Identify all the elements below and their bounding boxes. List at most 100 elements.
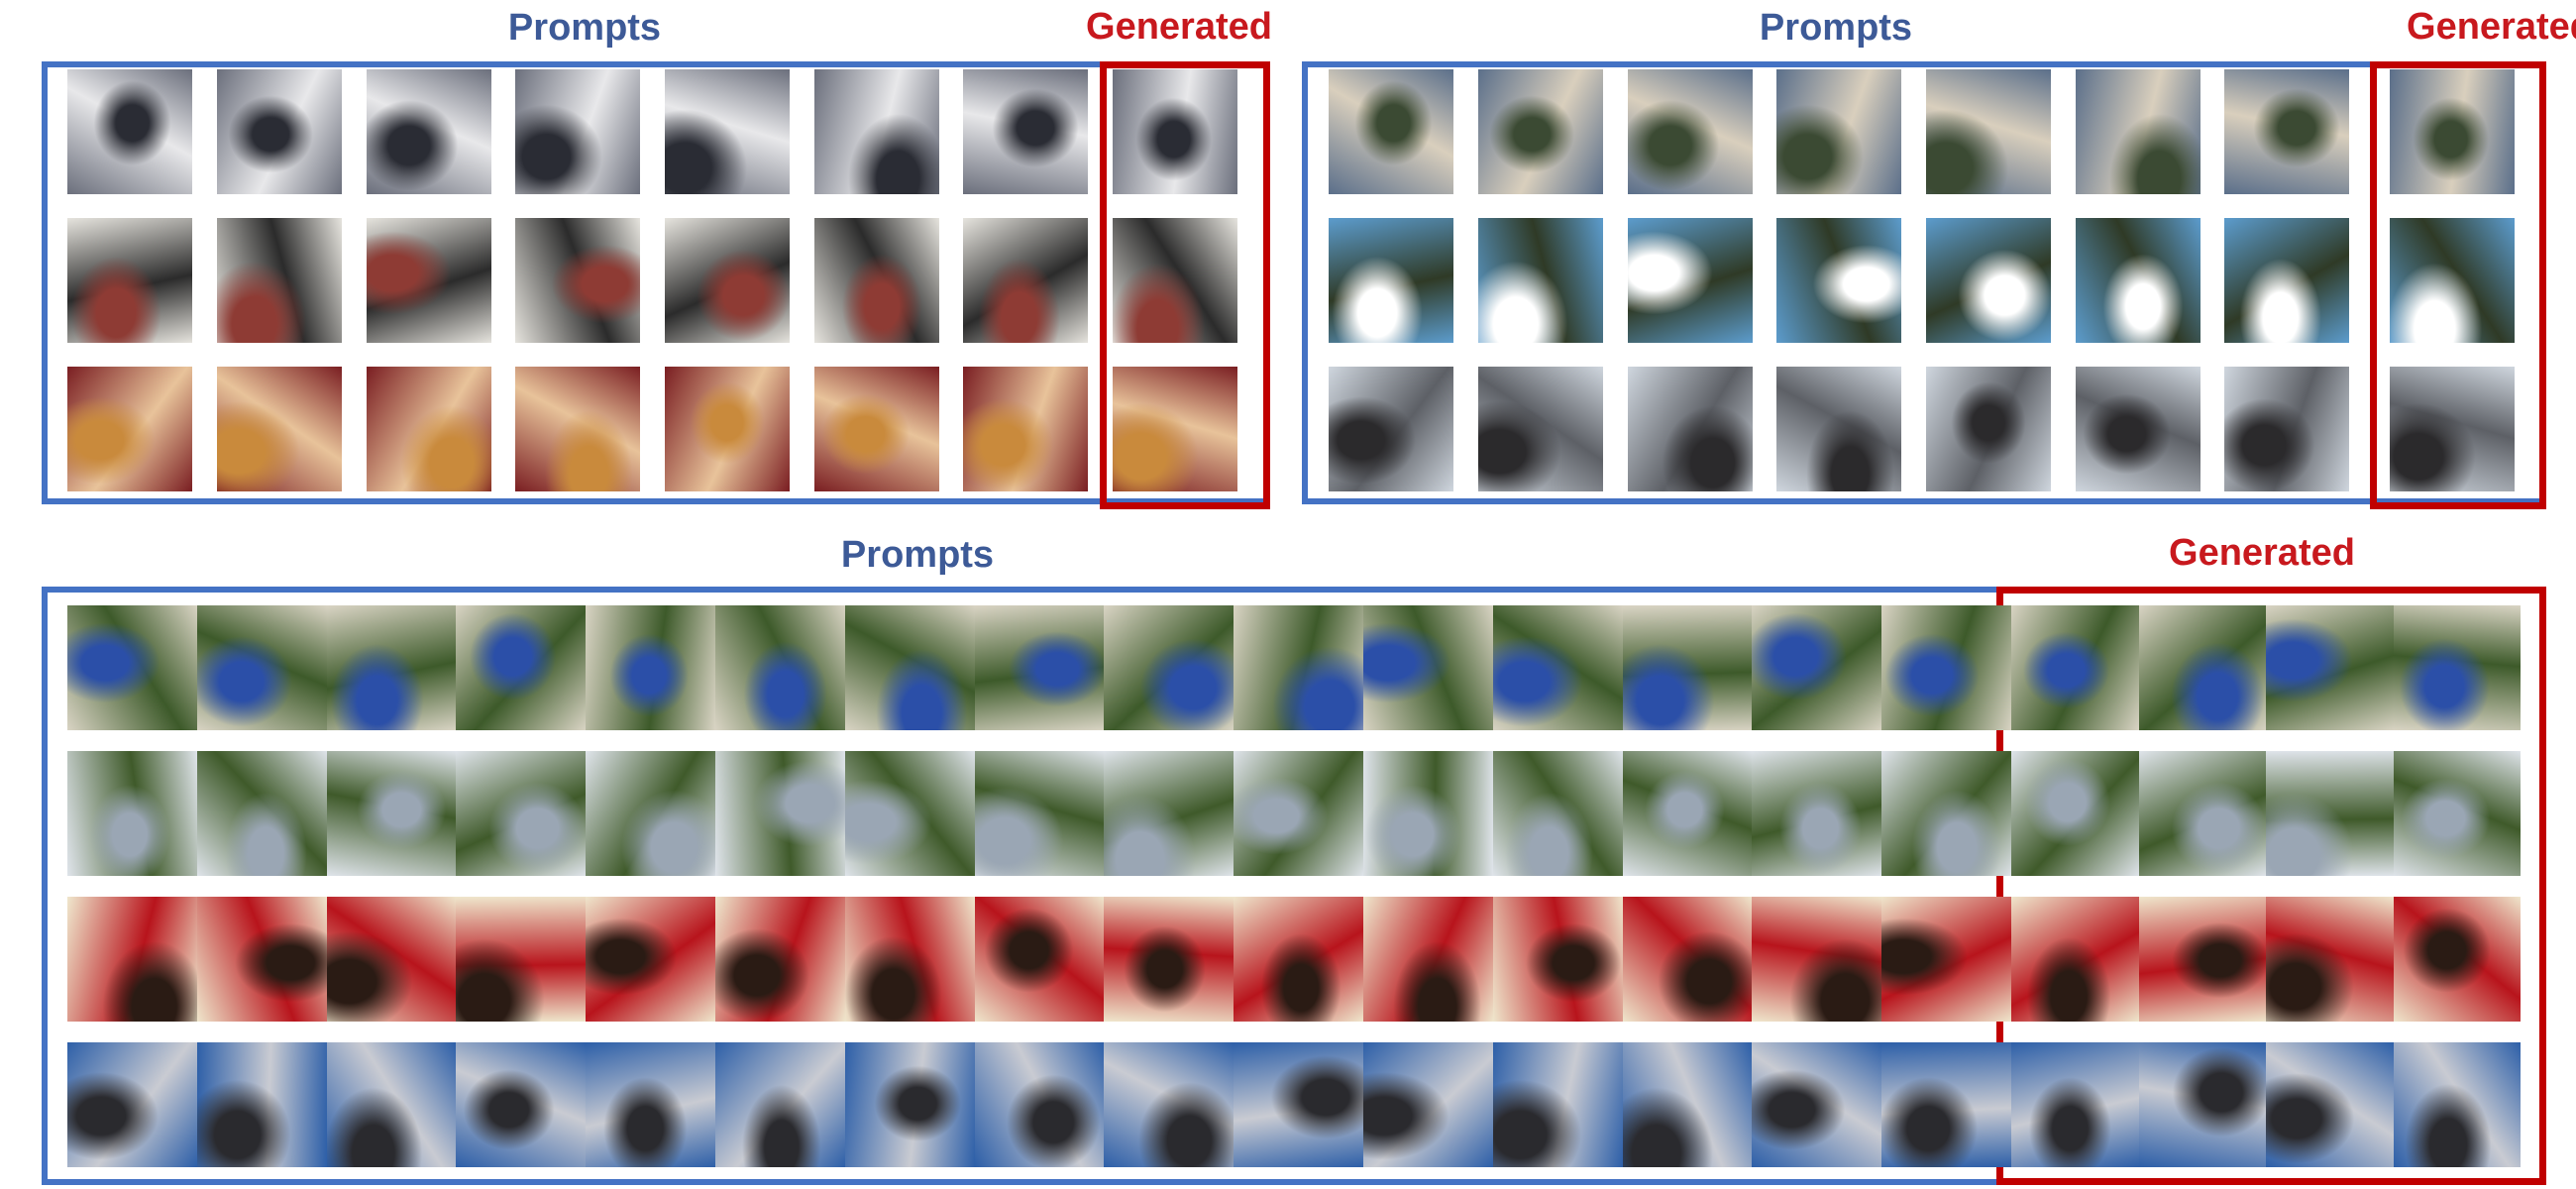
bottom-generated-frame-r3-c1: [2011, 897, 2139, 1022]
bottom-generated-strip-r1: [2011, 605, 2521, 730]
top-left-prompt-frame-r3-c5: [665, 367, 790, 491]
bottom-prompt-frame-r2-c13: [1622, 751, 1753, 876]
bottom-prompt-frame-r4-c6: [714, 1042, 845, 1167]
bottom-prompt-strip-r1: [67, 605, 2011, 730]
top-right-prompt-frame-r2-c6: [2076, 218, 2200, 343]
bottom-prompt-frame-r3-c14: [1752, 897, 1882, 1022]
bottom-prompt-frame-r3-c7: [844, 897, 975, 1022]
bottom-generated-frame-r3-c3: [2266, 897, 2394, 1022]
bottom-prompt-frame-r1-c5: [586, 605, 715, 730]
top-left-prompt-frame-r3-c2: [217, 367, 342, 491]
bottom-prompt-frame-r3-c8: [974, 897, 1105, 1022]
bottom-prompt-frame-r2-c1: [67, 751, 197, 876]
top-left-prompts-label: Prompts: [507, 7, 662, 49]
bottom-prompt-frame-r1-c12: [1492, 605, 1623, 730]
top-left-prompt-frame-r3-c6: [814, 367, 939, 491]
top-left-prompt-frame-r1-c1: [67, 69, 192, 194]
bottom-prompt-frame-r2-c3: [326, 751, 457, 876]
bottom-generated-strip-r4: [2011, 1042, 2521, 1167]
bottom-generated-frame-r1-c4: [2393, 605, 2521, 730]
bottom-prompt-frame-r4-c9: [1104, 1042, 1234, 1167]
top-right-prompt-frame-r1-c3: [1628, 69, 1753, 194]
top-left-prompt-frame-r1-c5: [665, 69, 790, 194]
bottom-generated-frame-r4-c4: [2393, 1042, 2521, 1167]
top-right-prompt-frame-r2-c7: [2224, 218, 2349, 343]
top-right-generated-frame-r2-c8: [2390, 218, 2515, 343]
bottom-prompt-frame-r1-c3: [326, 605, 457, 730]
bottom-prompt-frame-r2-c8: [974, 751, 1105, 876]
bottom-prompt-frame-r3-c13: [1622, 897, 1753, 1022]
bottom-prompt-frame-r2-c7: [844, 751, 975, 876]
top-left-prompt-frame-r1-c7: [963, 69, 1088, 194]
bottom-generated-strip-r3: [2011, 897, 2521, 1022]
top-left-prompt-frame-r3-c1: [67, 367, 192, 491]
bottom-prompt-frame-r1-c8: [974, 605, 1105, 730]
top-left-prompt-frame-r2-c2: [217, 218, 342, 343]
bottom-prompt-frame-r1-c10: [1234, 605, 1363, 730]
bottom-prompt-frame-r4-c10: [1234, 1042, 1363, 1167]
bottom-prompt-frame-r3-c3: [326, 897, 457, 1022]
bottom-prompt-frame-r1-c15: [1881, 605, 2011, 730]
top-left-prompt-frame-r2-c5: [665, 218, 790, 343]
top-right-prompt-frame-r1-c4: [1776, 69, 1901, 194]
top-right-prompt-frame-r2-c1: [1329, 218, 1453, 343]
top-left-generated-frame-r3-c8: [1113, 367, 1237, 491]
top-left-prompt-frame-r3-c4: [515, 367, 640, 491]
top-right-prompt-frame-r1-c5: [1926, 69, 2051, 194]
bottom-prompt-frame-r4-c3: [326, 1042, 457, 1167]
top-right-generated-frame-r1-c8: [2390, 69, 2515, 194]
top-right-prompt-frame-r3-c1: [1329, 367, 1453, 491]
top-right-prompt-frame-r3-c7: [2224, 367, 2349, 491]
top-right-prompt-frame-r2-c4: [1776, 218, 1901, 343]
top-right-prompt-frame-r3-c4: [1776, 367, 1901, 491]
bottom-generated-frame-r3-c2: [2138, 897, 2266, 1022]
bottom-prompt-frame-r3-c4: [456, 897, 587, 1022]
bottom-prompt-frame-r3-c12: [1492, 897, 1623, 1022]
bottom-prompt-frame-r2-c10: [1234, 751, 1363, 876]
top-right-prompt-frame-r1-c2: [1478, 69, 1603, 194]
bottom-generated-frame-r1-c2: [2138, 605, 2266, 730]
top-left-generated-box: [1100, 61, 1270, 509]
bottom-prompt-frame-r3-c10: [1234, 897, 1363, 1022]
bottom-prompt-frame-r2-c15: [1881, 751, 2011, 876]
top-left-generated-label: Generated: [1086, 6, 1272, 48]
top-left-prompt-frame-r1-c6: [814, 69, 939, 194]
top-right-prompt-frame-r3-c3: [1628, 367, 1753, 491]
bottom-prompt-frame-r1-c1: [67, 605, 197, 730]
bottom-prompt-frame-r2-c9: [1104, 751, 1234, 876]
bottom-prompt-frame-r4-c7: [844, 1042, 975, 1167]
bottom-generated-frame-r3-c4: [2393, 897, 2521, 1022]
bottom-generated-frame-r4-c3: [2266, 1042, 2394, 1167]
bottom-prompt-frame-r3-c1: [67, 897, 197, 1022]
bottom-generated-frame-r4-c2: [2138, 1042, 2266, 1167]
top-left-prompt-frame-r2-c3: [367, 218, 491, 343]
bottom-generated-frame-r1-c1: [2011, 605, 2139, 730]
bottom-prompt-frame-r1-c9: [1104, 605, 1234, 730]
bottom-prompt-frame-r2-c4: [456, 751, 587, 876]
bottom-generated-strip-r2: [2011, 751, 2521, 876]
bottom-prompt-frame-r3-c2: [196, 897, 327, 1022]
bottom-prompt-frame-r1-c4: [456, 605, 587, 730]
bottom-generated-frame-r2-c1: [2011, 751, 2139, 876]
bottom-prompt-strip-r2: [67, 751, 2011, 876]
top-right-prompt-frame-r1-c6: [2076, 69, 2200, 194]
top-right-prompt-frame-r3-c2: [1478, 367, 1603, 491]
bottom-prompt-frame-r3-c5: [586, 897, 715, 1022]
bottom-prompt-frame-r1-c14: [1752, 605, 1882, 730]
bottom-prompt-frame-r4-c14: [1752, 1042, 1882, 1167]
top-right-prompts-label: Prompts: [1759, 7, 1913, 49]
bottom-prompt-frame-r1-c13: [1622, 605, 1753, 730]
bottom-prompt-frame-r1-c6: [714, 605, 845, 730]
bottom-prompt-frame-r2-c5: [586, 751, 715, 876]
bottom-prompt-frame-r4-c2: [196, 1042, 327, 1167]
bottom-prompt-frame-r3-c15: [1881, 897, 2011, 1022]
top-right-generated-box: [2370, 61, 2546, 509]
top-left-prompt-frame-r1-c2: [217, 69, 342, 194]
top-right-prompt-frame-r2-c5: [1926, 218, 2051, 343]
bottom-prompt-frame-r1-c7: [844, 605, 975, 730]
top-left-prompt-frame-r3-c7: [963, 367, 1088, 491]
bottom-prompt-frame-r4-c13: [1622, 1042, 1753, 1167]
bottom-prompt-frame-r2-c6: [714, 751, 845, 876]
top-right-prompt-frame-r2-c3: [1628, 218, 1753, 343]
top-right-generated-label: Generated: [2407, 6, 2576, 48]
